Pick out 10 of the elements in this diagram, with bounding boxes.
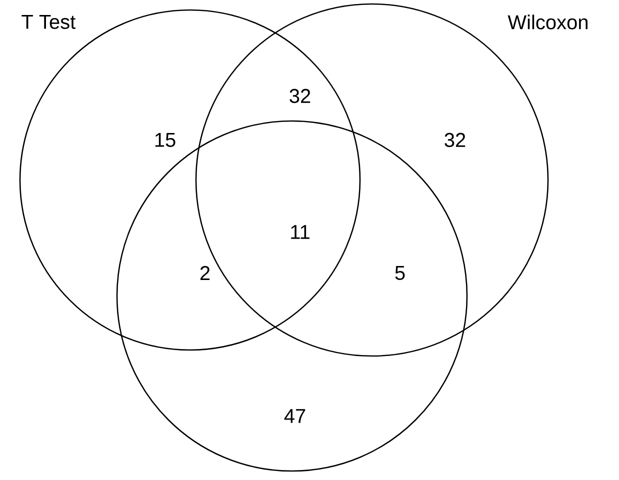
region-count: 32 xyxy=(444,132,466,148)
set-label: Wilcoxon xyxy=(508,14,588,30)
region-count: 2 xyxy=(200,266,210,280)
set-label: T Test xyxy=(22,15,76,29)
venn-circle xyxy=(116,120,468,472)
region-count: 11 xyxy=(291,225,310,239)
region-count: 47 xyxy=(284,409,306,423)
region-count: 5 xyxy=(395,266,405,280)
region-count: 15 xyxy=(155,133,176,147)
region-count: 32 xyxy=(290,88,310,104)
